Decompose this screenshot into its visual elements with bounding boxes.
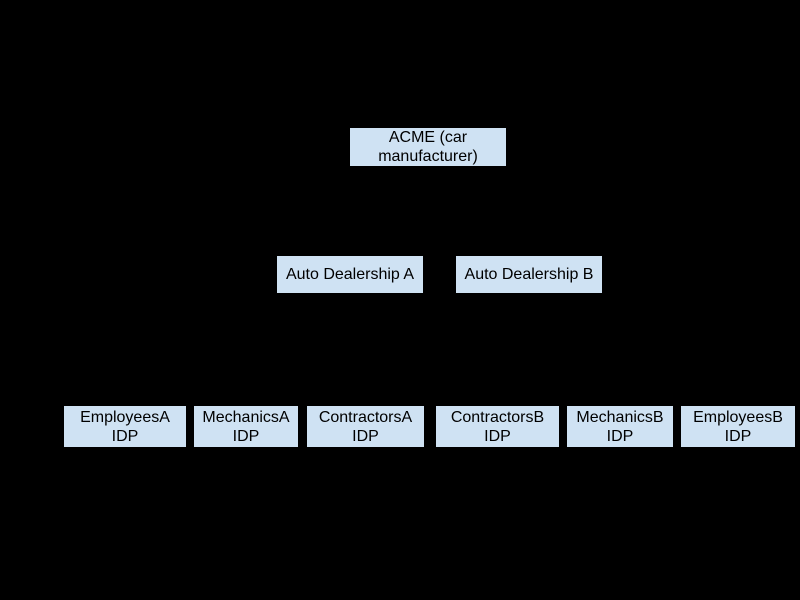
node-mechanicsb-idp: MechanicsB IDP xyxy=(566,405,674,448)
node-employeesa-idp: EmployeesA IDP xyxy=(63,405,187,448)
node-contractorsb-idp: ContractorsB IDP xyxy=(435,405,560,448)
node-auto-dealership-b: Auto Dealership B xyxy=(455,255,603,294)
node-auto-dealership-a: Auto Dealership A xyxy=(276,255,424,294)
node-acme: ACME (car manufacturer) xyxy=(349,127,507,167)
node-contractorsa-idp: ContractorsA IDP xyxy=(306,405,425,448)
node-employeesb-idp: EmployeesB IDP xyxy=(680,405,796,448)
node-mechanicsa-idp: MechanicsA IDP xyxy=(193,405,299,448)
